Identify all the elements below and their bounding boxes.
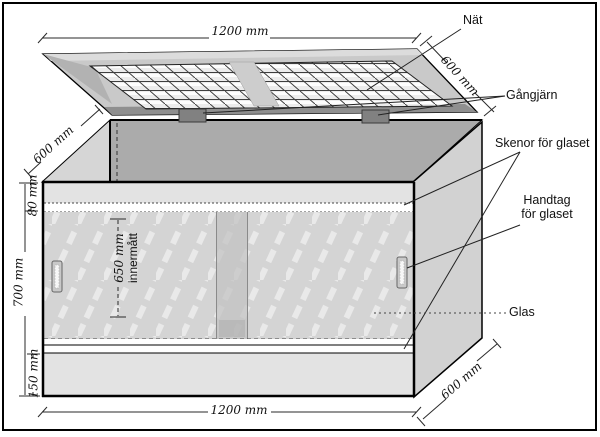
leader-gangjarn-right [377, 95, 506, 116]
dim-total-height: 700 mm [11, 257, 26, 308]
dimension-lines [19, 32, 502, 427]
door-overlap-shadow [219, 320, 245, 337]
handle-left [51, 260, 63, 293]
dim-inner-height-caption: innermått [126, 232, 140, 284]
handle-right [396, 256, 408, 289]
hinge-left [178, 108, 207, 123]
lid-center-divider [228, 61, 280, 107]
label-skenor: Skenor för glaset [495, 136, 590, 150]
door-overlap-band [216, 212, 248, 339]
front-bottom-band [44, 353, 413, 396]
dim-lid-width: 1200 mm [211, 24, 269, 38]
leader-nat [366, 28, 462, 91]
bottom-rail [44, 339, 413, 353]
label-nat: Nät [463, 13, 483, 27]
label-gangjarn: Gångjärn [506, 88, 558, 102]
label-handtag-line2: för glaset [521, 207, 573, 221]
leader-gangjarn-left [202, 95, 506, 114]
mesh-lid [41, 48, 479, 116]
dim-inner-height-value: 650 mm [112, 233, 126, 283]
hinge-right [361, 109, 390, 124]
dim-top-band: 80 mm [25, 174, 40, 217]
leader-skenor-top [403, 151, 521, 206]
label-handtag: Handtag för glaset [512, 193, 582, 221]
dim-bottom-band: 150 mm [26, 348, 41, 399]
leader-handtag [406, 224, 521, 269]
front-top-band [44, 182, 413, 203]
lid-top-edge-highlight [44, 49, 423, 61]
label-glas: Glas [509, 305, 535, 319]
leader-skenor-bottom [403, 151, 521, 350]
dim-inner-height: 650 mm innermått [112, 218, 140, 298]
diagram-border [2, 2, 597, 431]
top-rail [44, 203, 413, 212]
lid-mesh-grid [88, 60, 454, 110]
label-handtag-line1: Handtag [523, 193, 571, 207]
dim-box-width: 1200 mm [210, 403, 268, 417]
lid-left-wedge-shade [43, 54, 112, 104]
